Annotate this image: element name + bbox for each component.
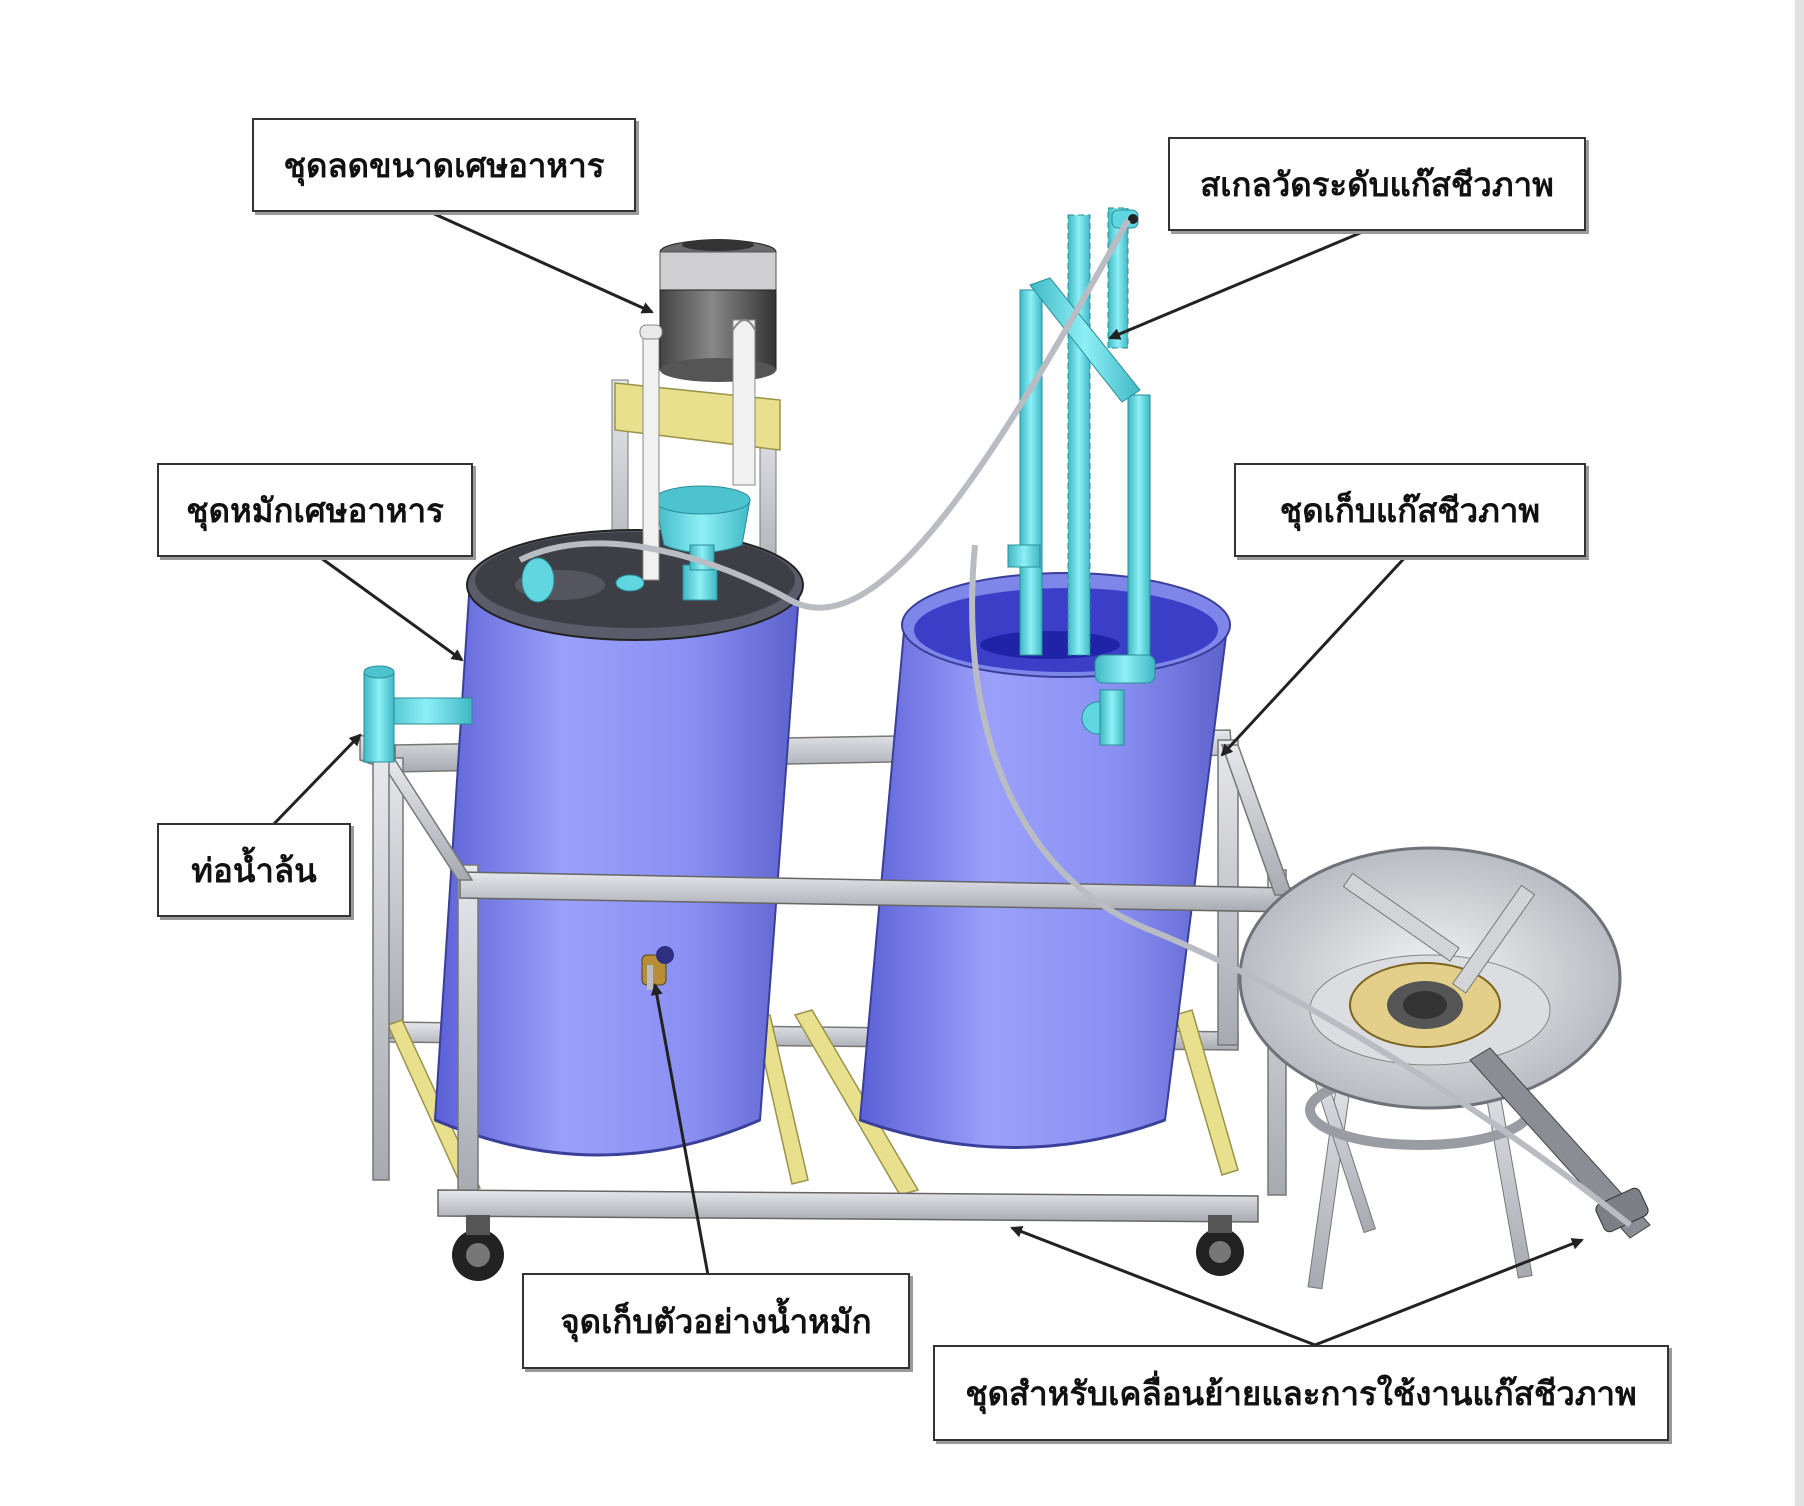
caster-wheels: [452, 1215, 1244, 1281]
right-edge-border: [1795, 0, 1804, 1506]
label-mobile-gas-use-text: ชุดสำหรับเคลื่อนย้ายและการใช้งานแก๊สชีวภ…: [965, 1373, 1637, 1413]
label-gas-level-gauge-text: สเกลวัดระดับแก๊สชีวภาพ: [1200, 164, 1554, 204]
label-sample-point: จุดเก็บตัวอย่างน้ำหมัก: [522, 1273, 910, 1369]
label-gas-level-gauge: สเกลวัดระดับแก๊สชีวภาพ: [1168, 137, 1586, 231]
label-grinder-text: ชุดลดขนาดเศษอาหาร: [283, 145, 605, 185]
bottom-supports: [386, 1009, 1239, 1196]
label-digester: ชุดหมักเศษอาหาร: [157, 463, 473, 557]
label-overflow-pipe: ท่อน้ำล้น: [157, 823, 351, 917]
digester-tank: [433, 529, 804, 1157]
gas-storage-tank: [858, 572, 1231, 1149]
label-overflow-pipe-text: ท่อน้ำล้น: [191, 850, 317, 890]
label-grinder: ชุดลดขนาดเศษอาหาร: [252, 118, 636, 212]
label-mobile-gas-use: ชุดสำหรับเคลื่อนย้ายและการใช้งานแก๊สชีวภ…: [933, 1345, 1669, 1441]
label-sample-point-text: จุดเก็บตัวอย่างน้ำหมัก: [560, 1301, 872, 1341]
biogas-stove: [1238, 846, 1651, 1290]
label-gas-storage-text: ชุดเก็บแก๊สชีวภาพ: [1279, 490, 1541, 530]
digester-lid-fittings: [521, 485, 751, 603]
gas-hoses: [518, 218, 1632, 1228]
overflow-pipe-fitting: [363, 665, 473, 763]
callout-arrows: [268, 210, 1584, 1347]
label-digester-text: ชุดหมักเศษอาหาร: [186, 490, 444, 530]
food-waste-grinder: [639, 239, 777, 581]
label-gas-storage: ชุดเก็บแก๊สชีวภาพ: [1234, 463, 1586, 557]
frame-front: [359, 734, 1294, 1223]
